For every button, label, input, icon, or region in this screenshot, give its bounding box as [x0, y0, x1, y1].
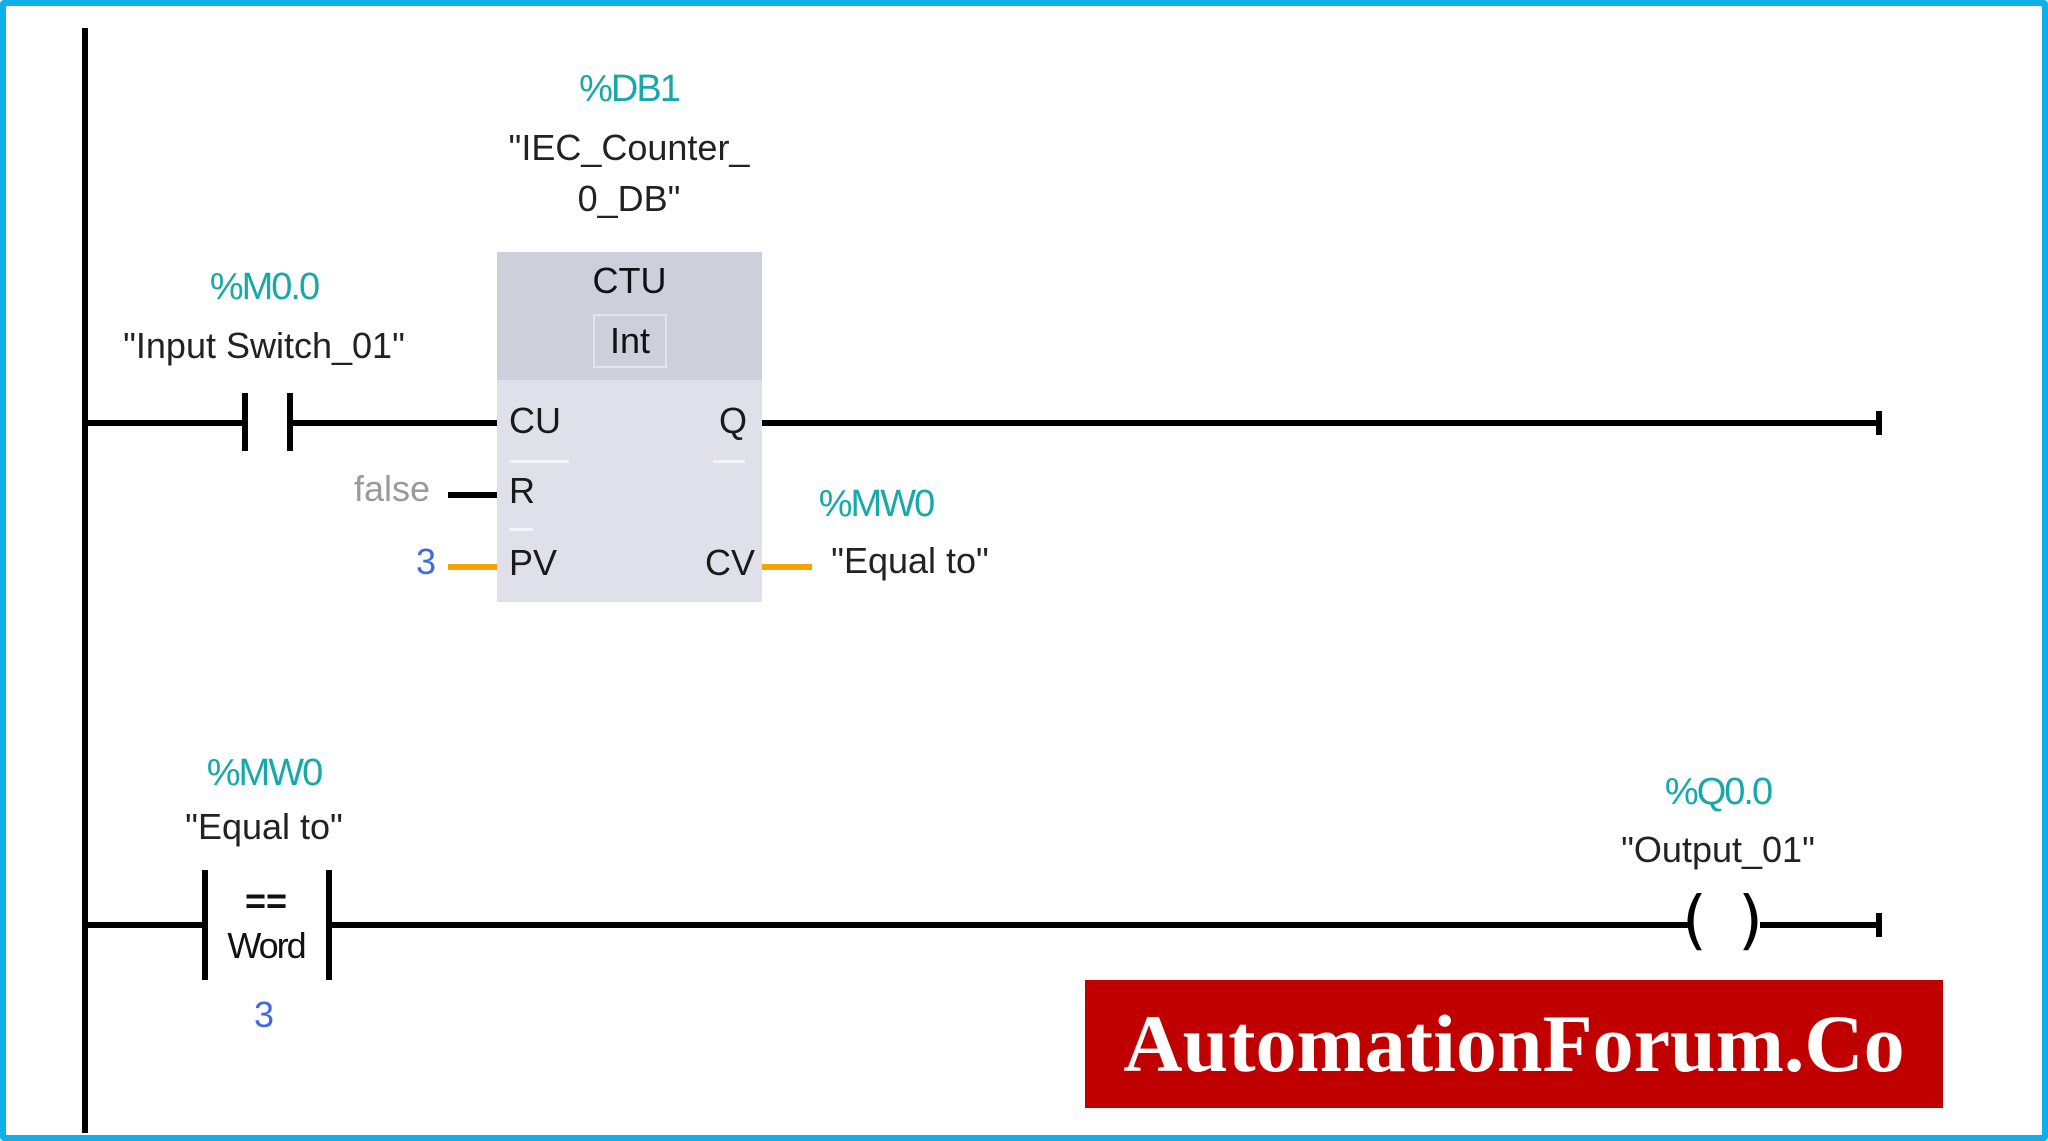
compare-left-bar	[202, 870, 208, 980]
cv-output-address: %MW0	[818, 483, 935, 525]
r-input-wire	[448, 492, 497, 498]
rung1-wire-q-out	[762, 420, 1880, 426]
counter-db-symbol-line1: "IEC_Counter_	[508, 127, 750, 168]
ctu-counter-block[interactable]: CTU Int CU Q R PV CV	[497, 252, 762, 602]
rung1-end-cap	[1876, 411, 1882, 435]
cv-output-symbol[interactable]: "Equal to"	[831, 540, 989, 581]
pin-pv-label: PV	[509, 542, 558, 583]
watermark-banner: AutomationForum.Co	[1085, 980, 1943, 1108]
pv-input-value[interactable]: 3	[416, 541, 437, 582]
rung2-wire-mid	[329, 922, 1689, 928]
coil-left-paren: (	[1682, 884, 1707, 958]
rung2-wire-left	[85, 922, 205, 928]
coil-symbol-label: "Output_01"	[1621, 829, 1815, 870]
rung2-wire-right	[1760, 922, 1880, 928]
compare-operator: ==	[244, 880, 288, 921]
ctu-block-title: CTU	[592, 260, 667, 301]
rung2-end-cap	[1876, 913, 1882, 937]
contact-address-label: %M0.0	[209, 266, 320, 308]
pin-r-label: R	[509, 470, 535, 511]
pin-q-label: Q	[719, 400, 748, 441]
ctu-data-type-selector[interactable]: Int	[593, 314, 667, 368]
pin-r-underline	[509, 528, 533, 531]
contact-symbol-label: "Input Switch_01"	[123, 325, 405, 366]
left-power-rail	[82, 28, 88, 1133]
comparator-address-label: %MW0	[206, 752, 323, 794]
coil-address-label: %Q0.0	[1664, 771, 1773, 813]
r-input-value[interactable]: false	[354, 468, 431, 509]
cv-output-wire	[762, 564, 812, 570]
rung1-wire-to-cu	[290, 420, 497, 426]
pin-q-underline	[713, 460, 745, 463]
counter-db-address: %DB1	[579, 68, 681, 110]
pv-input-wire	[448, 564, 497, 570]
compare-data-type[interactable]: Word	[227, 925, 306, 966]
pin-cv-label: CV	[705, 542, 756, 583]
pin-cu-underline	[509, 460, 569, 463]
rung1-wire-left	[85, 420, 245, 426]
counter-db-symbol-line2: 0_DB"	[577, 178, 681, 219]
coil-right-paren: )	[1738, 884, 1763, 958]
ctu-block-header: CTU Int	[497, 252, 762, 380]
contact-left-bar	[242, 393, 248, 451]
compare-value[interactable]: 3	[254, 994, 275, 1035]
comparator-symbol-label: "Equal to"	[185, 806, 343, 847]
pin-cu-label: CU	[509, 400, 561, 441]
